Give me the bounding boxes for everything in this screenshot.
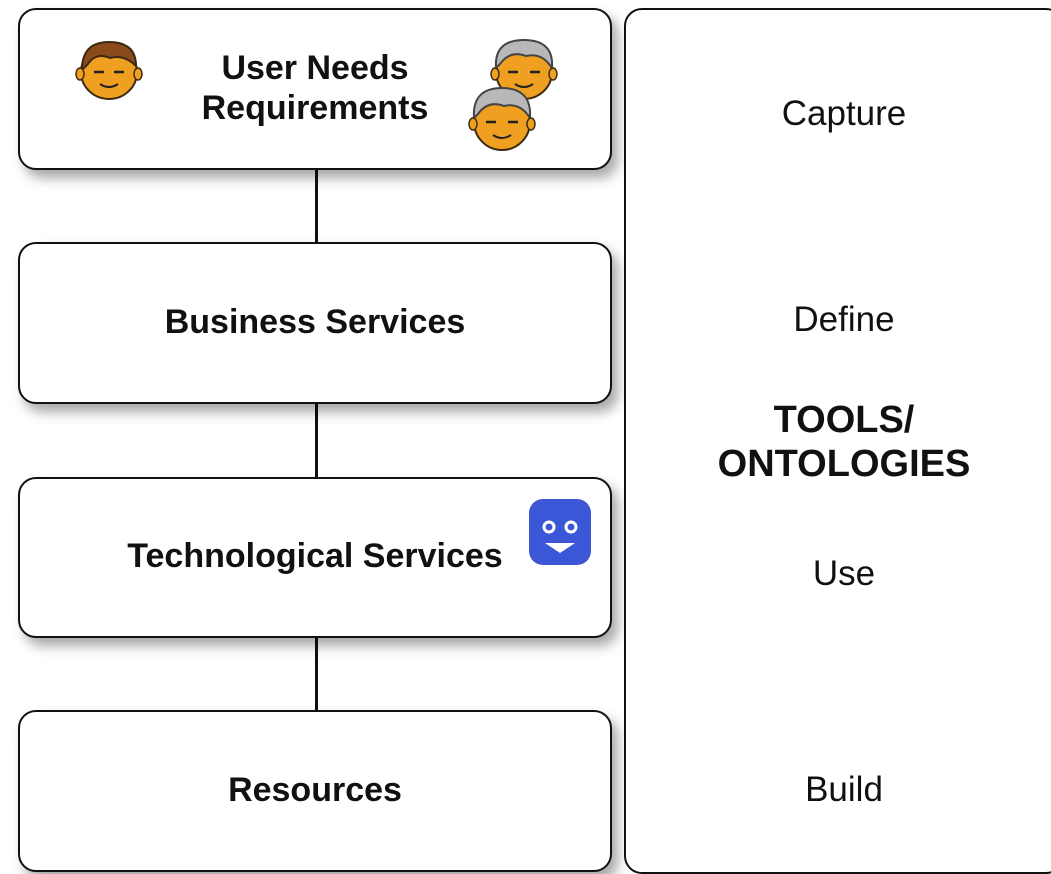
connector-user-business xyxy=(315,168,318,244)
tools-title-line1: TOOLS/ xyxy=(773,399,915,441)
user-needs-label: User Needs Requirements xyxy=(20,48,610,128)
user-face-gray-icon xyxy=(468,86,536,151)
resources-box: Resources xyxy=(18,710,612,872)
user-needs-line2: Requirements xyxy=(201,89,429,127)
robot-face-icon xyxy=(529,499,591,565)
connector-tech-resources xyxy=(315,636,318,714)
technological-services-label: Technological Services xyxy=(127,537,503,575)
tools-ontologies-panel: Capture Define TOOLS/ ONTOLOGIES Use Bui… xyxy=(624,8,1051,874)
tools-title-line2: ONTOLOGIES xyxy=(717,443,971,485)
step-use: Use xyxy=(812,554,876,593)
technological-services-box: Technological Services xyxy=(18,477,612,638)
step-define: Define xyxy=(793,300,895,339)
step-build: Build xyxy=(805,770,883,809)
tools-ontologies-title: TOOLS/ ONTOLOGIES xyxy=(626,398,1051,486)
user-face-icon xyxy=(75,40,143,100)
user-face-gray-icon xyxy=(490,38,558,100)
user-needs-box: User Needs Requirements xyxy=(18,8,612,170)
step-capture: Capture xyxy=(781,94,907,133)
business-services-label: Business Services xyxy=(164,303,466,341)
business-services-box: Business Services xyxy=(18,242,612,404)
resources-label: Resources xyxy=(228,771,402,809)
connector-business-tech xyxy=(315,402,318,480)
user-needs-line1: User Needs xyxy=(221,49,409,87)
